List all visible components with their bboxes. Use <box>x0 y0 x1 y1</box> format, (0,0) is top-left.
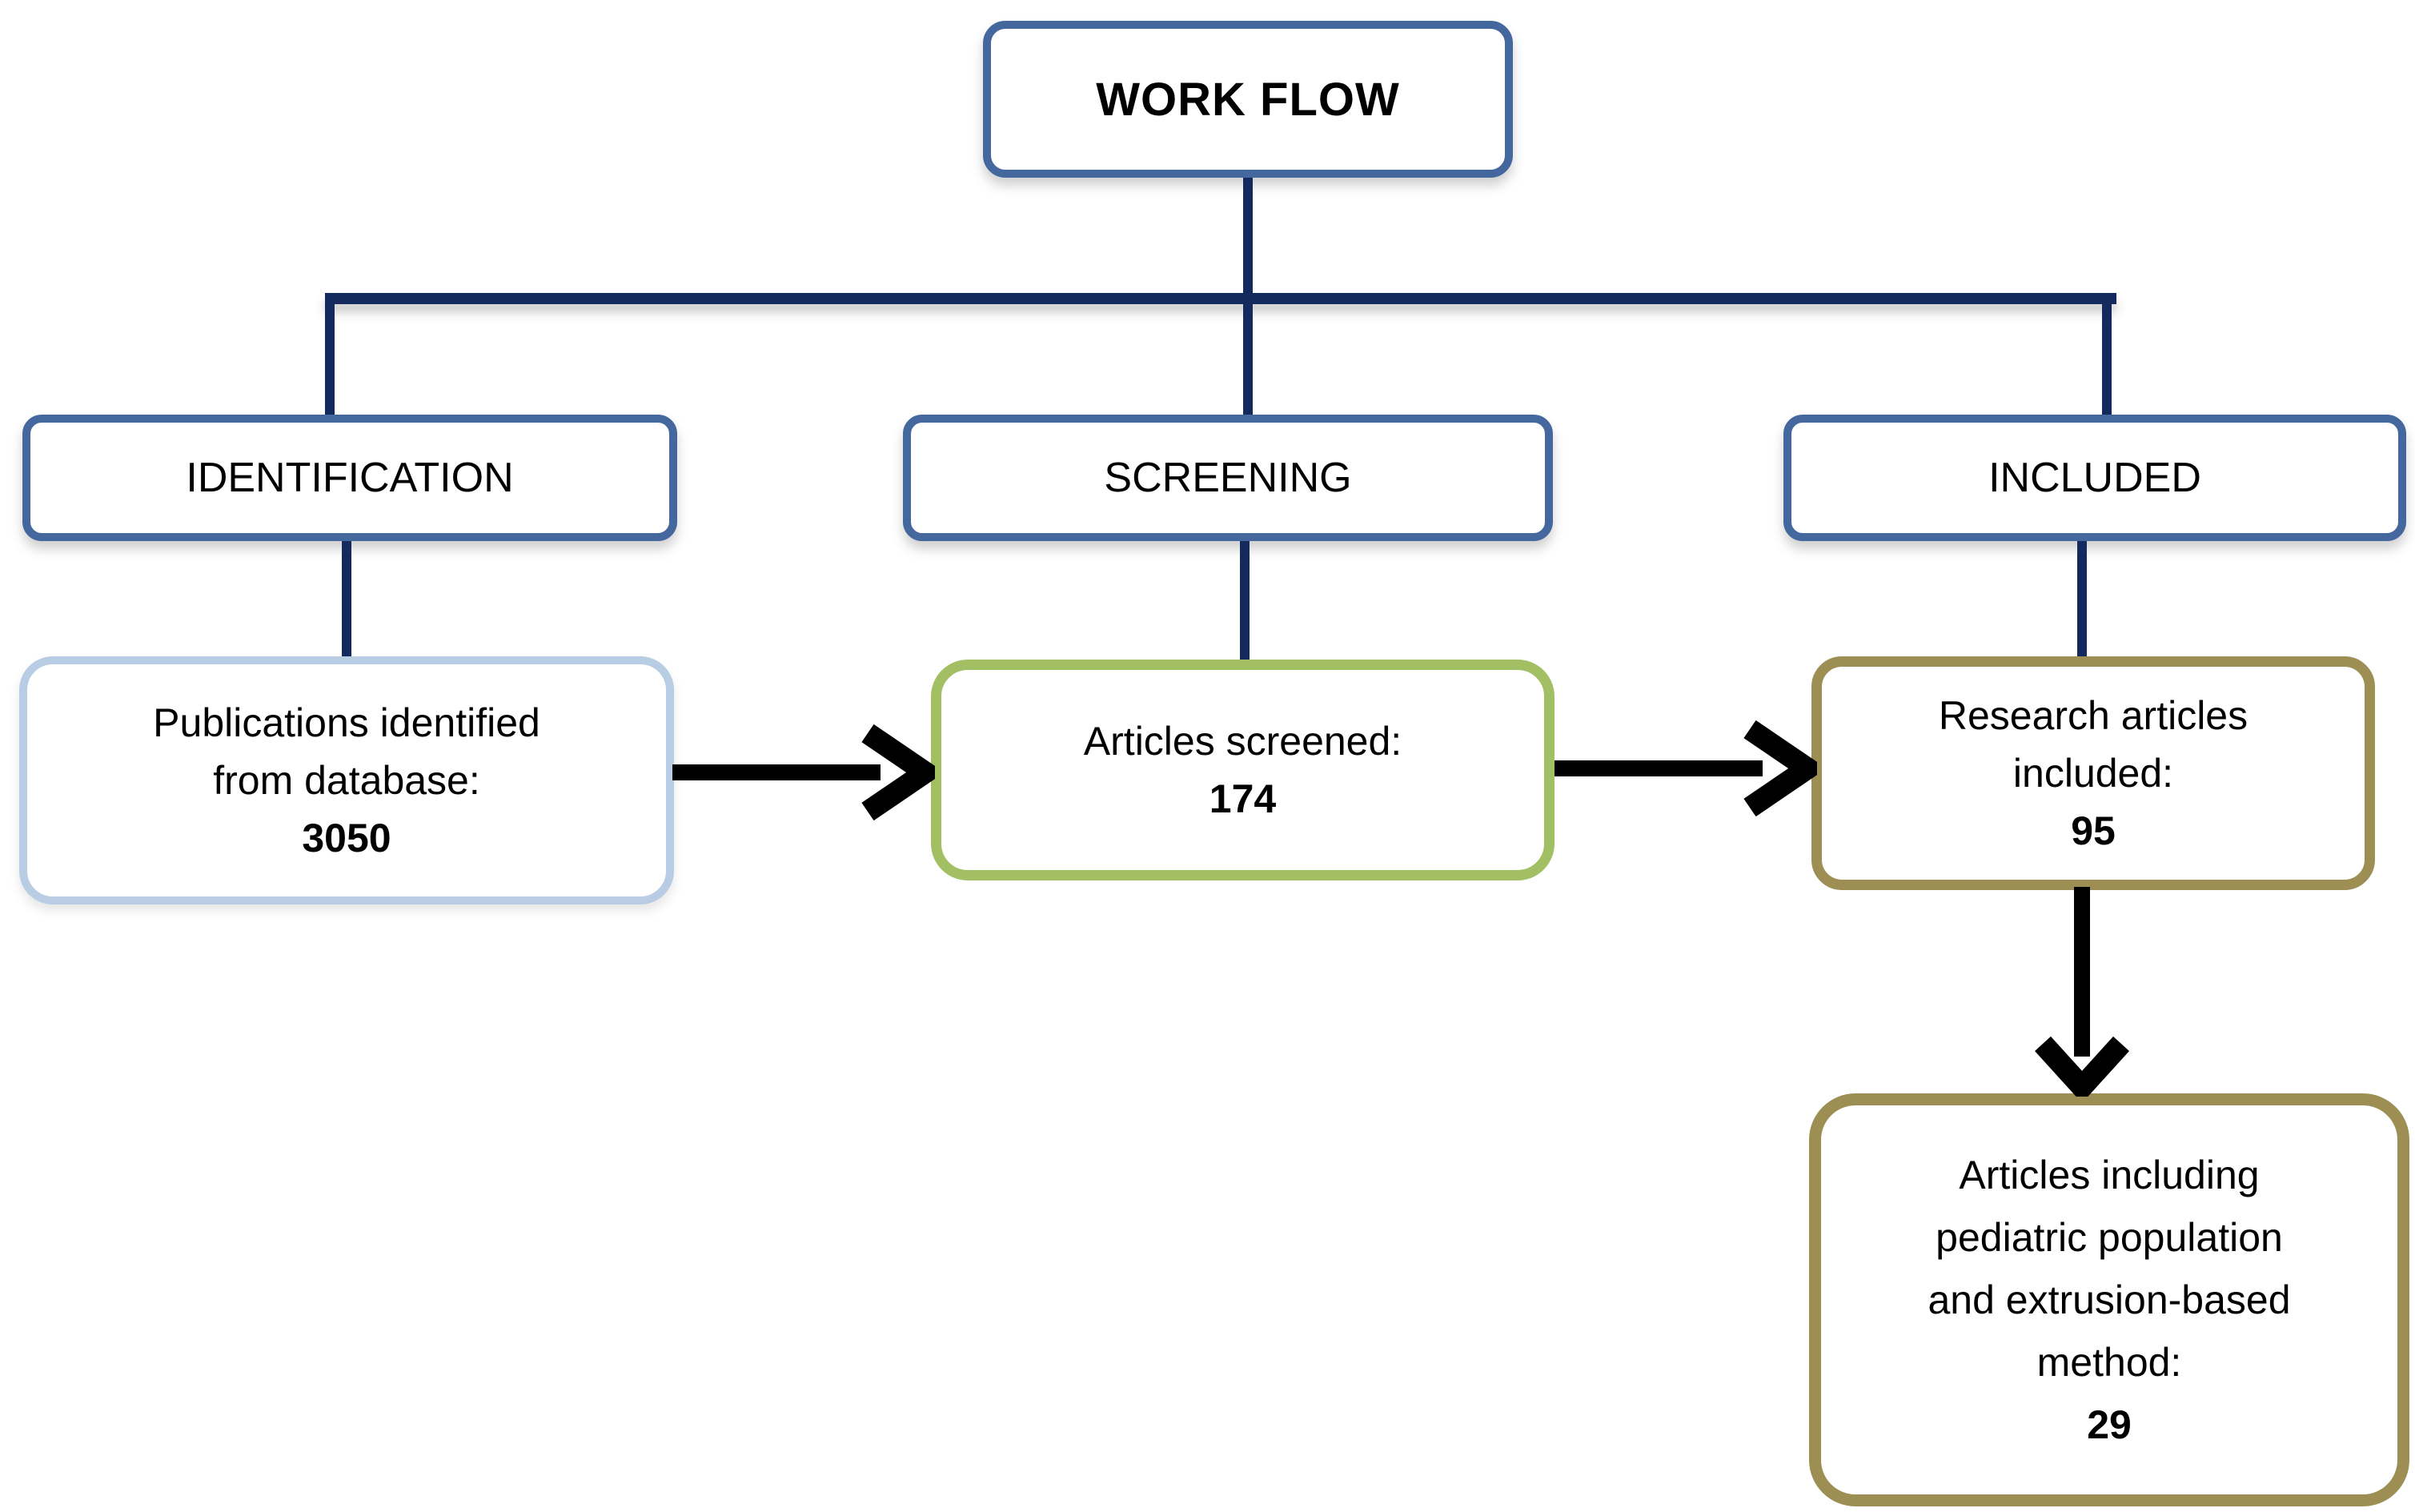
arrow-down-icon <box>2035 887 2129 1097</box>
node-stage-screening: SCREENING <box>903 415 1553 541</box>
node-pediatric-extrusion-articles: Articles including pediatric population … <box>1809 1093 2409 1506</box>
connector-screening-screened <box>1240 541 1250 660</box>
workflow-title-label: WORK FLOW <box>1096 73 1400 126</box>
node-stage-included: INCLUDED <box>1783 415 2406 541</box>
stage-identification-label: IDENTIFICATION <box>186 455 514 501</box>
connector-trunk <box>325 293 2116 304</box>
pediatric-line: Articles including <box>1959 1153 2260 1197</box>
node-publications-identified: Publications identified from database: 3… <box>19 656 674 904</box>
pediatric-count: 29 <box>2087 1402 2132 1447</box>
publications-line: Publications identified <box>153 700 540 745</box>
node-stage-identification: IDENTIFICATION <box>22 415 677 541</box>
screened-count: 174 <box>1209 776 1277 821</box>
included-line: Research articles <box>1938 693 2249 738</box>
connector-drop-included <box>2102 293 2112 415</box>
screened-line: Articles screened: <box>1083 719 1402 764</box>
pediatric-line: pediatric population <box>1936 1215 2283 1260</box>
node-research-articles-included: Research articles included: 95 <box>1811 656 2375 890</box>
node-workflow-title: WORK FLOW <box>983 21 1513 178</box>
included-line: included: <box>2012 751 2174 796</box>
publications-count: 3050 <box>302 816 391 860</box>
connector-identification-publications <box>342 541 351 656</box>
connector-title-stem <box>1243 178 1253 295</box>
pediatric-line: method: <box>2036 1340 2182 1385</box>
arrow-right-icon <box>1555 720 1817 817</box>
connector-included-research <box>2077 541 2087 656</box>
publications-line: from database: <box>213 758 480 803</box>
arrow-right-icon <box>672 724 935 821</box>
stage-included-label: INCLUDED <box>1988 455 2201 501</box>
pediatric-line: and extrusion-based <box>1928 1277 2291 1322</box>
stage-screening-label: SCREENING <box>1104 455 1352 501</box>
connector-drop-identification <box>325 293 335 415</box>
connector-drop-screening <box>1243 293 1253 415</box>
included-count: 95 <box>2071 808 2116 853</box>
node-articles-screened: Articles screened: 174 <box>931 660 1555 880</box>
